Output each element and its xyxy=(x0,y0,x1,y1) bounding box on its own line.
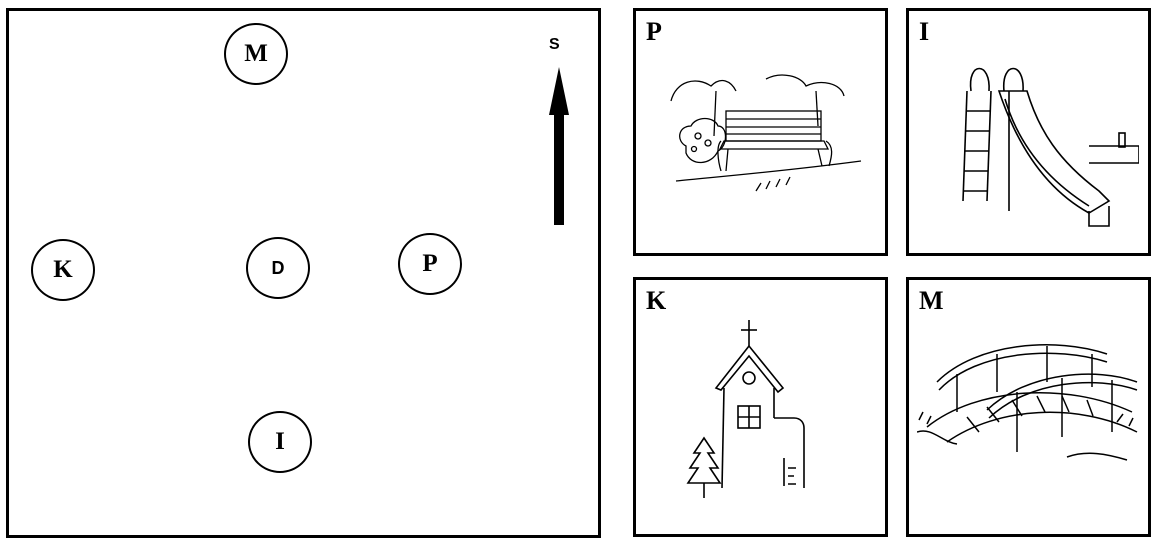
compass-label: S xyxy=(549,36,560,53)
bridge-icon xyxy=(917,344,1138,461)
node-i: I xyxy=(248,411,312,473)
node-p-label: P xyxy=(422,250,438,277)
card-p: P xyxy=(633,8,888,256)
card-i-letter: I xyxy=(919,17,930,46)
node-p: P xyxy=(398,233,462,295)
node-k-label: K xyxy=(53,256,73,283)
north-arrow-icon xyxy=(549,67,569,225)
card-k-letter: K xyxy=(646,286,667,315)
node-i-label: I xyxy=(275,428,285,455)
node-m-label: M xyxy=(244,40,268,67)
card-k: K xyxy=(633,277,888,537)
node-d: D xyxy=(246,237,310,299)
node-m: M xyxy=(224,23,288,85)
map-panel: M K D P I S xyxy=(6,8,601,538)
church-icon xyxy=(686,320,805,498)
node-k: K xyxy=(31,239,95,301)
card-m: M xyxy=(906,277,1151,537)
node-d-label: D xyxy=(271,257,285,278)
card-p-letter: P xyxy=(646,17,662,46)
card-i: I xyxy=(906,8,1151,256)
slide-icon xyxy=(962,67,1139,227)
card-m-letter: M xyxy=(919,286,944,315)
park-bench-icon xyxy=(670,74,862,192)
